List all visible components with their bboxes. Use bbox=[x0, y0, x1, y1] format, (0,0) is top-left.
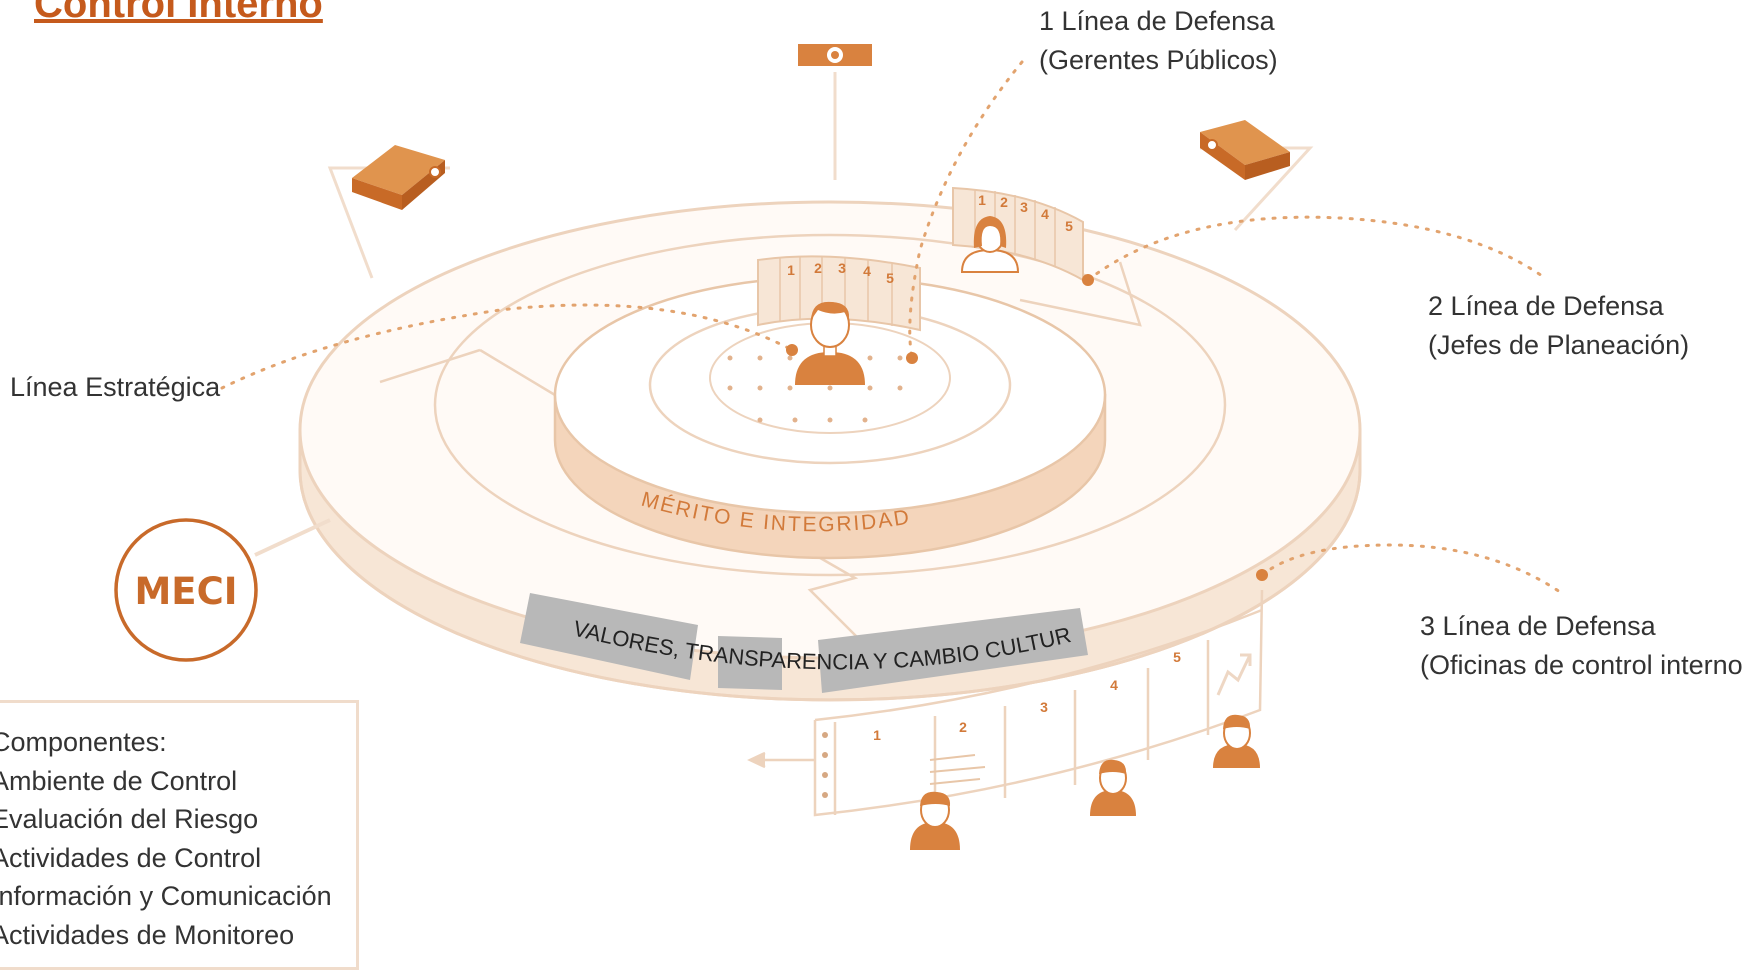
bottom-panel-number: 2 bbox=[959, 719, 967, 735]
upper-panel-number: 4 bbox=[1041, 206, 1049, 222]
second-line-title: 2 Línea de Defensa bbox=[1428, 291, 1664, 321]
middle-ring bbox=[379, 233, 1227, 641]
values-band bbox=[520, 593, 1088, 693]
svg-text:MECI: MECI bbox=[134, 570, 237, 613]
bottom-person-icon bbox=[1213, 714, 1260, 768]
third-line-title: 3 Línea de Defensa bbox=[1420, 611, 1656, 641]
strategic-line-label: Línea Estratégica bbox=[10, 372, 221, 402]
leader-dots bbox=[786, 274, 1268, 581]
bottom-panel-doc-lines bbox=[929, 754, 986, 785]
upper-panel-number: 3 bbox=[1020, 199, 1028, 215]
bottom-panel-number: 1 bbox=[873, 727, 881, 743]
third-line-subtitle: (Oficinas de control interno) bbox=[1420, 650, 1742, 680]
component-item: Evaluación del Riesgo bbox=[0, 804, 259, 834]
first-line-subtitle: (Gerentes Públicos) bbox=[1039, 45, 1278, 75]
bottom-panel-number: 4 bbox=[1110, 677, 1118, 693]
component-item: Información y Comunicación bbox=[0, 881, 332, 911]
left-briefcase-icon bbox=[352, 145, 445, 210]
center-panel-number: 2 bbox=[814, 260, 822, 276]
components-box: Componentes: Ambiente de Control Evaluac… bbox=[0, 700, 359, 970]
first-line-title: 1 Línea de Defensa bbox=[1039, 6, 1275, 36]
trend-arrow-icon bbox=[1216, 653, 1252, 696]
bottom-panel-number: 3 bbox=[1040, 699, 1048, 715]
center-panel-number: 3 bbox=[838, 260, 846, 276]
component-item: Actividades de Monitoreo bbox=[0, 919, 295, 950]
component-item: Ambiente de Control bbox=[0, 765, 238, 796]
page-title: Control Interno bbox=[34, 0, 323, 26]
right-briefcase-icon bbox=[1200, 120, 1290, 180]
components-list: Componentes: Ambiente de Control Evaluac… bbox=[0, 723, 332, 954]
upper-panel-number: 1 bbox=[978, 192, 986, 208]
center-panel-number: 5 bbox=[886, 270, 894, 286]
second-line-subtitle: (Jefes de Planeación) bbox=[1428, 330, 1690, 360]
bottom-panel-number: 5 bbox=[1173, 649, 1181, 665]
upper-panel-number: 2 bbox=[1000, 194, 1008, 210]
components-heading: Componentes: bbox=[0, 727, 167, 757]
bottom-person-icon bbox=[1090, 759, 1136, 816]
upper-panel-number: 5 bbox=[1065, 218, 1073, 234]
bottom-panel-dots bbox=[822, 732, 828, 798]
leader-lines bbox=[220, 60, 1562, 594]
center-panel: 1 2 3 4 5 bbox=[757, 255, 921, 332]
center-panel-number: 4 bbox=[863, 263, 871, 279]
center-person-icon bbox=[795, 301, 865, 385]
upper-person-icon bbox=[960, 216, 1020, 273]
inner-dots bbox=[727, 355, 903, 423]
meci-badge: MECI bbox=[114, 518, 258, 662]
center-panel-number: 1 bbox=[787, 262, 795, 278]
bottom-person-icon bbox=[910, 791, 960, 850]
meci-connector bbox=[254, 518, 331, 557]
target-icon bbox=[798, 44, 872, 66]
component-item: Actividades de Control bbox=[0, 842, 262, 873]
